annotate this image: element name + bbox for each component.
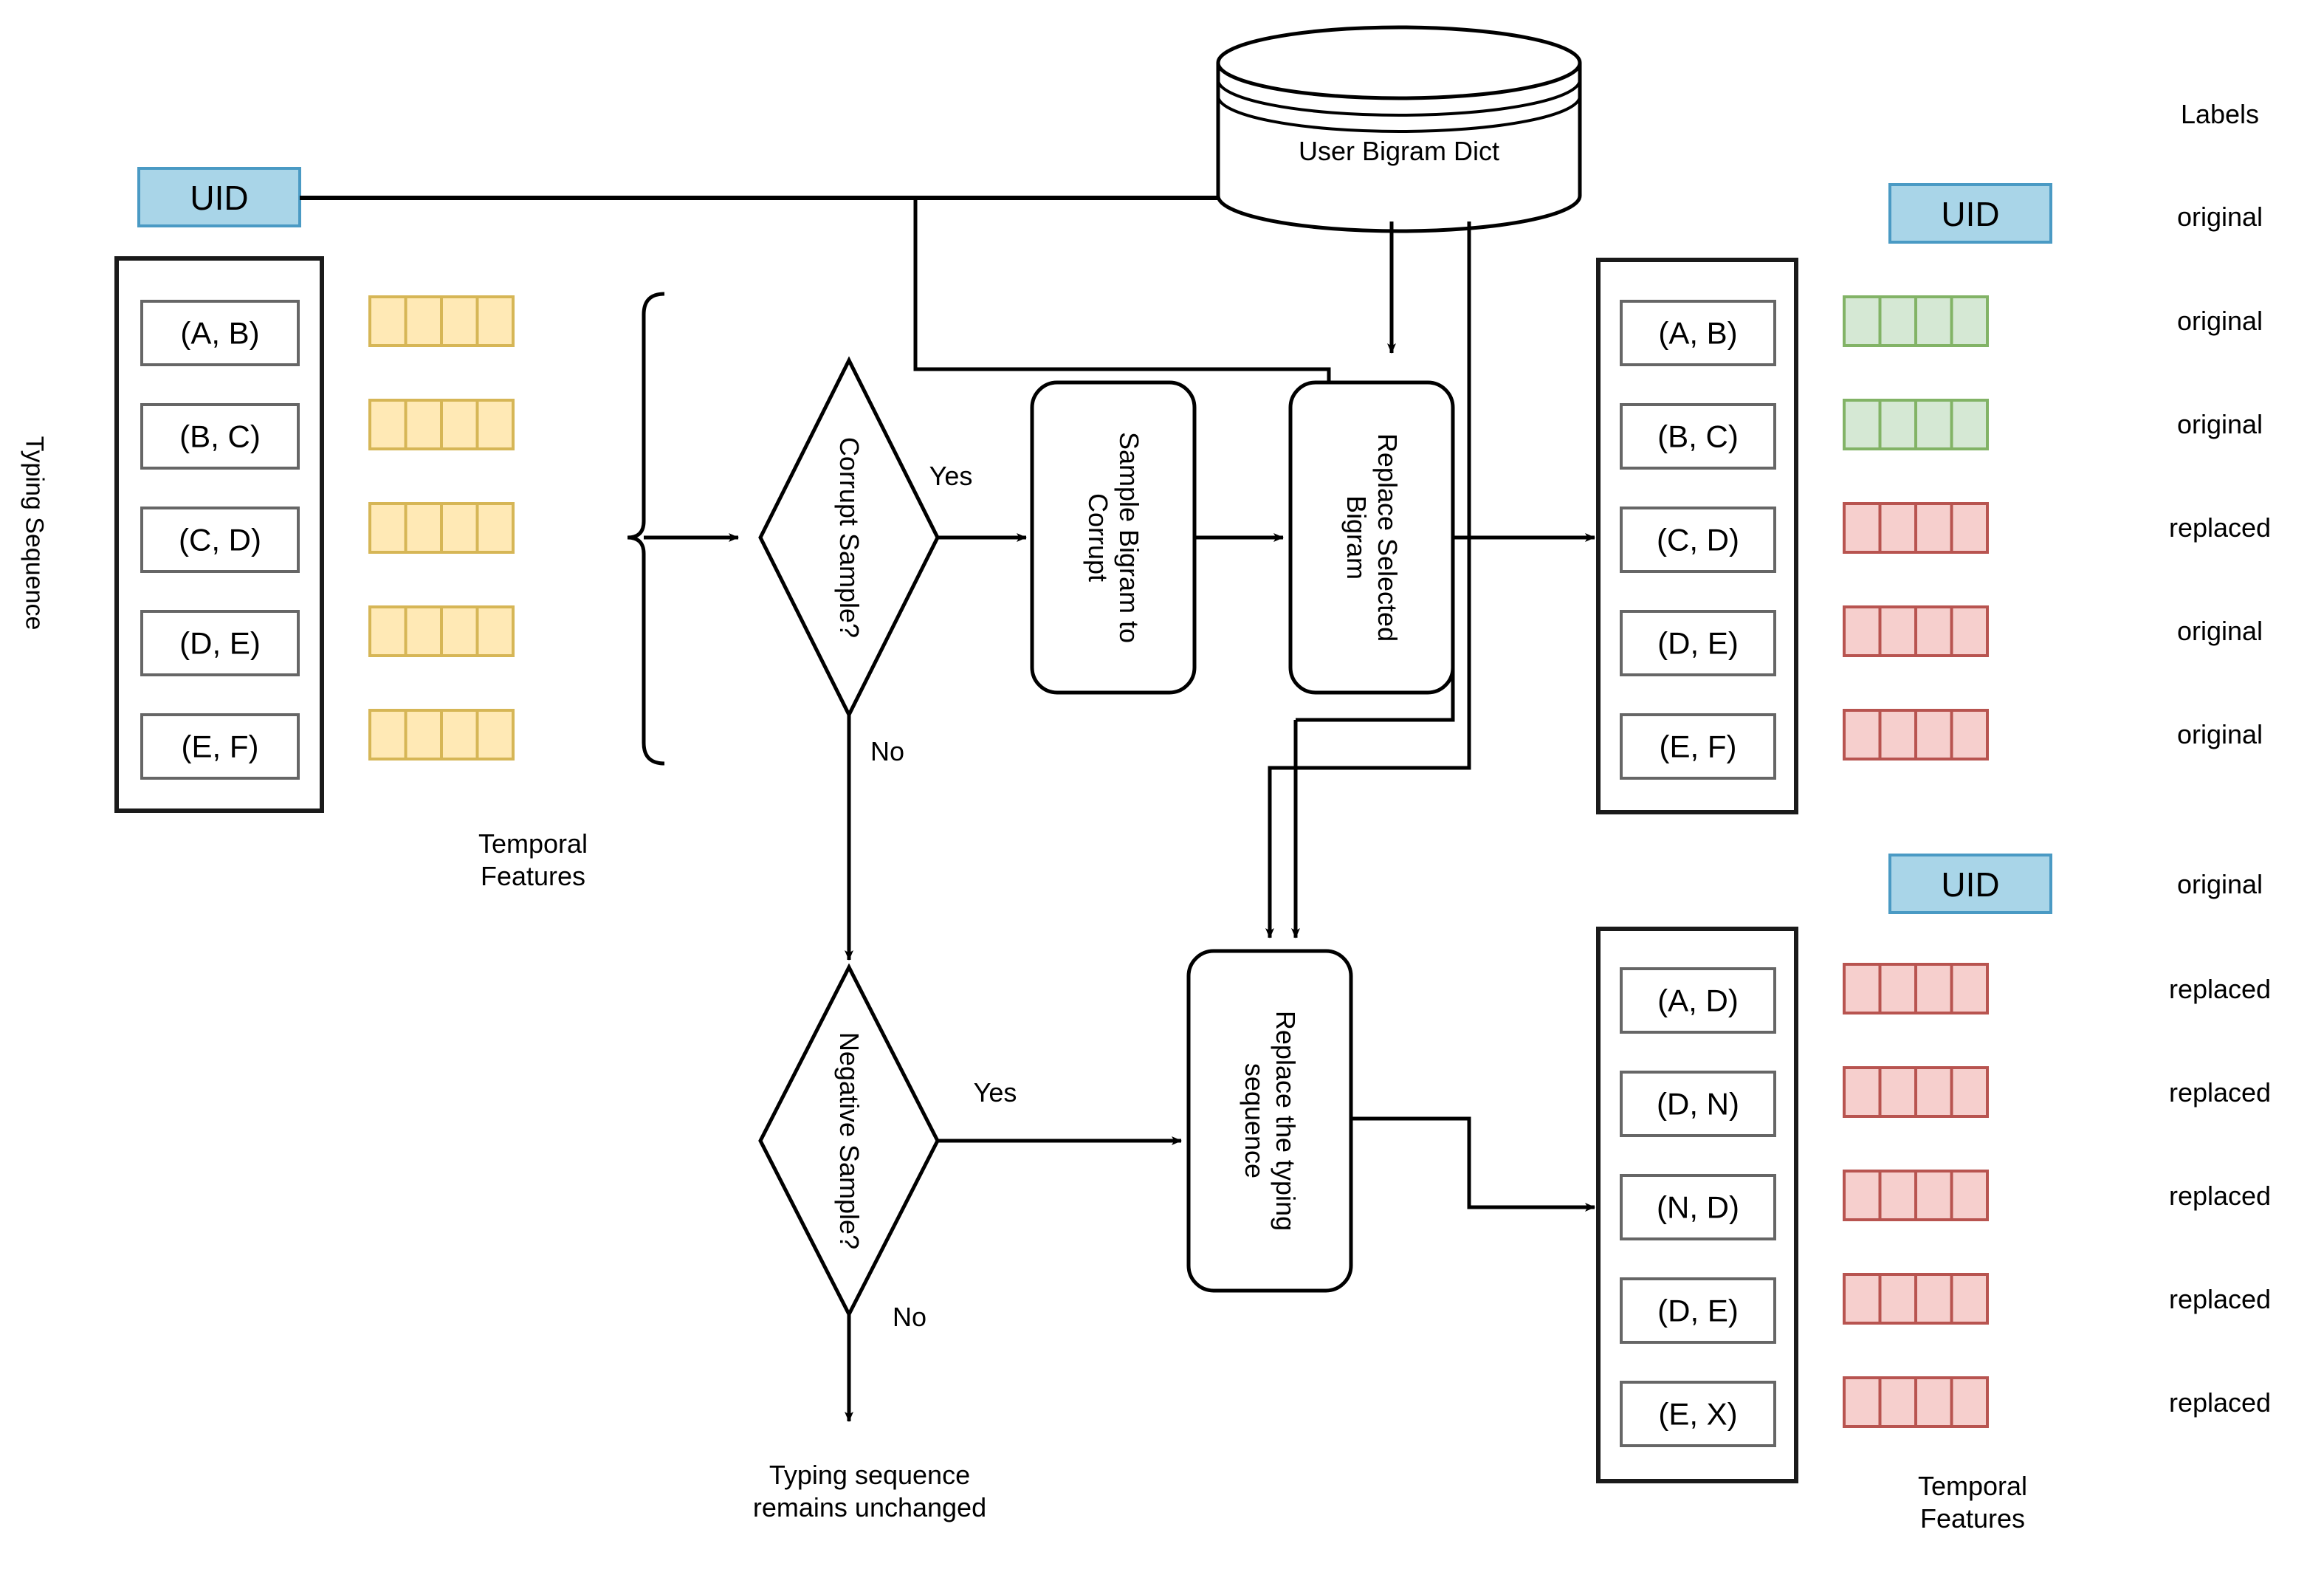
- input-feature-row: [368, 605, 515, 657]
- output-bottom-bigram-label: (D, E): [1657, 1293, 1739, 1328]
- edge-label-yes-corrupt: Yes: [929, 461, 973, 492]
- output-bottom-feature-row: [1843, 963, 1989, 1014]
- output-top-row-label: original: [2176, 306, 2263, 337]
- output-bottom-feature-row: [1843, 1376, 1989, 1428]
- output-bottom-uid-row-label: original: [2176, 869, 2263, 900]
- replace-bigram-down-to-seq-line: [1296, 591, 1455, 722]
- process-sample-bigram-label: Sample Bigram to Corrupt: [1083, 431, 1144, 644]
- user-bigram-dict-label: User Bigram Dict: [1298, 136, 1500, 167]
- output-top-bigram-chip: [1620, 507, 1776, 573]
- replace-sequence-to-output-edge: [1351, 1116, 1595, 1212]
- output-bottom-uid-label: UID: [1941, 865, 2000, 904]
- user-bigram-dict-cylinder: [1216, 25, 1582, 233]
- process-replace-sequence-label: Replace the typing sequence: [1240, 1010, 1301, 1232]
- output-bottom-row-label: replaced: [2168, 1181, 2272, 1212]
- input-feature-row: [368, 709, 515, 761]
- output-top-bigram-chip: [1620, 610, 1776, 676]
- output-bottom-bigram-chip: [1620, 1277, 1776, 1344]
- gather-brace: [627, 292, 665, 766]
- output-bottom-row-label: replaced: [2168, 1077, 2272, 1108]
- output-top-row-label: original: [2176, 409, 2263, 440]
- output-bottom-bigram-label: (D, N): [1657, 1086, 1739, 1122]
- output-top-row-label: original: [2176, 719, 2263, 750]
- output-bottom-bigram-chip: [1620, 1174, 1776, 1240]
- input-bigram-label: (A, B): [180, 315, 260, 351]
- input-bigram-chip: [140, 713, 300, 780]
- output-bottom-bigram-chip: [1620, 1381, 1776, 1447]
- input-bigram-label: (B, C): [179, 419, 261, 454]
- output-top-bigram-label: (B, C): [1657, 419, 1739, 454]
- output-bottom-temporal-features-label: Temporal Features: [1917, 1471, 2028, 1534]
- labels-column-header: Labels: [2180, 99, 2260, 130]
- decision-corrupt-sample-label: Corrupt Sample?: [834, 436, 864, 639]
- output-bottom-bigram-chip: [1620, 967, 1776, 1034]
- output-top-bigram-label: (A, B): [1658, 315, 1738, 351]
- output-top-feature-row: [1843, 399, 1989, 450]
- output-top-bigram-chip: [1620, 300, 1776, 366]
- output-bottom-bigram-label: (N, D): [1657, 1189, 1739, 1225]
- terminal-unchanged-label: Typing sequence remains unchanged: [752, 1460, 987, 1522]
- output-bottom-feature-row: [1843, 1170, 1989, 1221]
- output-top-feature-row: [1843, 295, 1989, 347]
- decision-negative-sample-label: Negative Sample?: [834, 1031, 864, 1250]
- edge-label-no-negative: No: [892, 1302, 927, 1333]
- output-top-bigram-label: (E, F): [1659, 729, 1737, 764]
- input-bigram-label: (E, F): [181, 729, 259, 764]
- output-top-feature-row: [1843, 502, 1989, 554]
- dict-to-replace-sequence-line: [1265, 222, 1471, 938]
- output-top-bigram-label: (C, D): [1657, 522, 1739, 557]
- output-top-bigram-label: (D, E): [1657, 625, 1739, 661]
- output-top-row-label: replaced: [2168, 512, 2272, 543]
- input-bigram-chip: [140, 610, 300, 676]
- edge-label-yes-negative: Yes: [973, 1077, 1017, 1108]
- output-bottom-row-label: replaced: [2168, 974, 2272, 1005]
- output-bottom-bigram-label: (A, D): [1657, 983, 1739, 1018]
- output-bottom-uid-box: [1888, 854, 2052, 914]
- output-bottom-feature-row: [1843, 1273, 1989, 1325]
- uid-input-label: UID: [190, 178, 249, 217]
- output-bottom-bigram-label: (E, X): [1658, 1396, 1738, 1432]
- edge-label-no-corrupt: No: [870, 736, 905, 767]
- output-top-feature-row: [1843, 605, 1989, 657]
- input-bigram-chip: [140, 300, 300, 366]
- output-top-uid-label: UID: [1941, 194, 2000, 233]
- output-top-bigram-chip: [1620, 403, 1776, 470]
- process-replace-bigram-label: Replace Selected Bigram: [1341, 433, 1403, 642]
- output-top-uid-box: [1888, 183, 2052, 244]
- typing-sequence-axis-label: Typing Sequence: [20, 436, 49, 631]
- output-bottom-feature-row: [1843, 1066, 1989, 1118]
- input-bigram-chip: [140, 403, 300, 470]
- input-feature-row: [368, 295, 515, 347]
- input-feature-row: [368, 502, 515, 554]
- input-temporal-features-label: Temporal Features: [478, 828, 588, 891]
- output-bottom-row-label: replaced: [2168, 1284, 2272, 1315]
- output-top-bigram-chip: [1620, 713, 1776, 780]
- output-bottom-row-label: replaced: [2168, 1387, 2272, 1418]
- input-bigram-label: (D, E): [179, 625, 261, 661]
- output-top-feature-row: [1843, 709, 1989, 761]
- input-bigram-chip: [140, 507, 300, 573]
- input-feature-row: [368, 399, 515, 450]
- process-replace-sequence-box: [1186, 949, 1353, 1293]
- input-bigram-label: (C, D): [179, 522, 261, 557]
- output-top-uid-row-label: original: [2176, 202, 2263, 233]
- output-bottom-bigram-chip: [1620, 1071, 1776, 1137]
- output-top-row-label: original: [2176, 616, 2263, 647]
